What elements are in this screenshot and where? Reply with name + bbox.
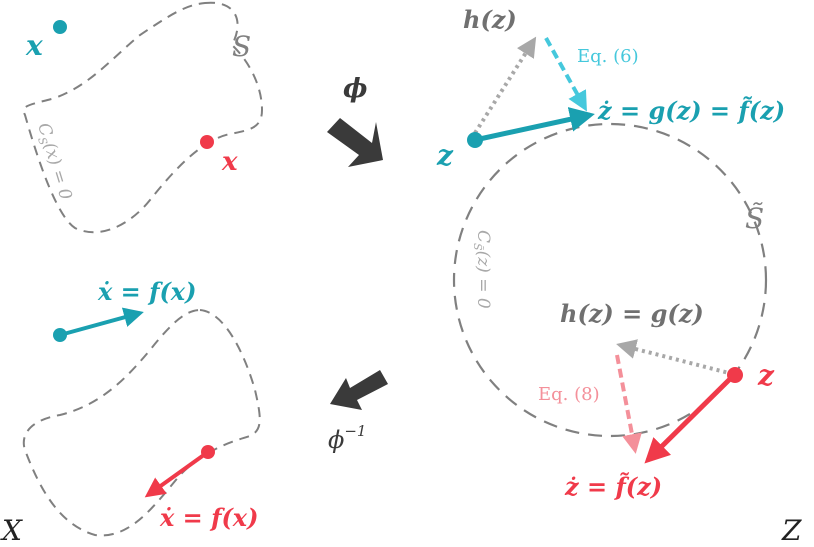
point-x-boundary [200,135,214,149]
point-x-outside [53,20,67,34]
label-h-equals-g: h(z) = g(z) [560,299,704,328]
eq8-projection-arrow [615,354,642,454]
label-set-s-tilde: S̃ [745,202,764,235]
label-zdot-bottom: ż = f̃(z) [564,472,662,501]
label-xdot-red: ẋ = f(x) [159,503,258,532]
point-x-red [201,445,215,459]
label-eq8: Eq. (8) [538,384,600,405]
label-zdot-top: ż = g(z) = f̃(z) [597,96,785,125]
label-space-x: X [0,514,23,547]
zdot-vector-arrow-top [474,107,595,143]
h-vector-arrow-top [473,36,537,135]
label-z-top: z [436,139,454,172]
set-s-boundary [22,1,264,234]
point-z-bottom [727,367,743,383]
point-x-teal [53,328,67,342]
set-s-boundary-bottom [22,308,261,537]
xdot-vector-arrow-red [144,450,210,498]
set-s-tilde-boundary [452,122,768,438]
label-h-z-top: h(z) [463,5,517,34]
label-constraint-s-tilde: CS̃(z) = 0 [471,230,493,309]
h-vector-arrow-bottom [616,339,734,376]
label-z-bottom: z [757,359,775,392]
inverse-map-arrow [330,370,388,410]
label-phi-inverse: ϕ−1 [328,422,366,454]
label-x-outside: x [25,29,43,62]
label-x-boundary: x [221,147,238,177]
label-phi: ϕ [343,74,367,104]
label-space-z: Z [781,514,802,547]
point-z-top [467,132,483,148]
label-constraint-s: CS(x) = 0 [31,121,75,203]
label-set-s: S [232,30,251,63]
label-xdot-teal: ẋ = f(x) [97,277,196,306]
xdot-vector-arrow-teal [59,307,144,337]
forward-map-arrow [327,118,383,167]
zdot-vector-arrow-bottom [644,374,735,464]
label-eq6: Eq. (6) [577,46,639,67]
